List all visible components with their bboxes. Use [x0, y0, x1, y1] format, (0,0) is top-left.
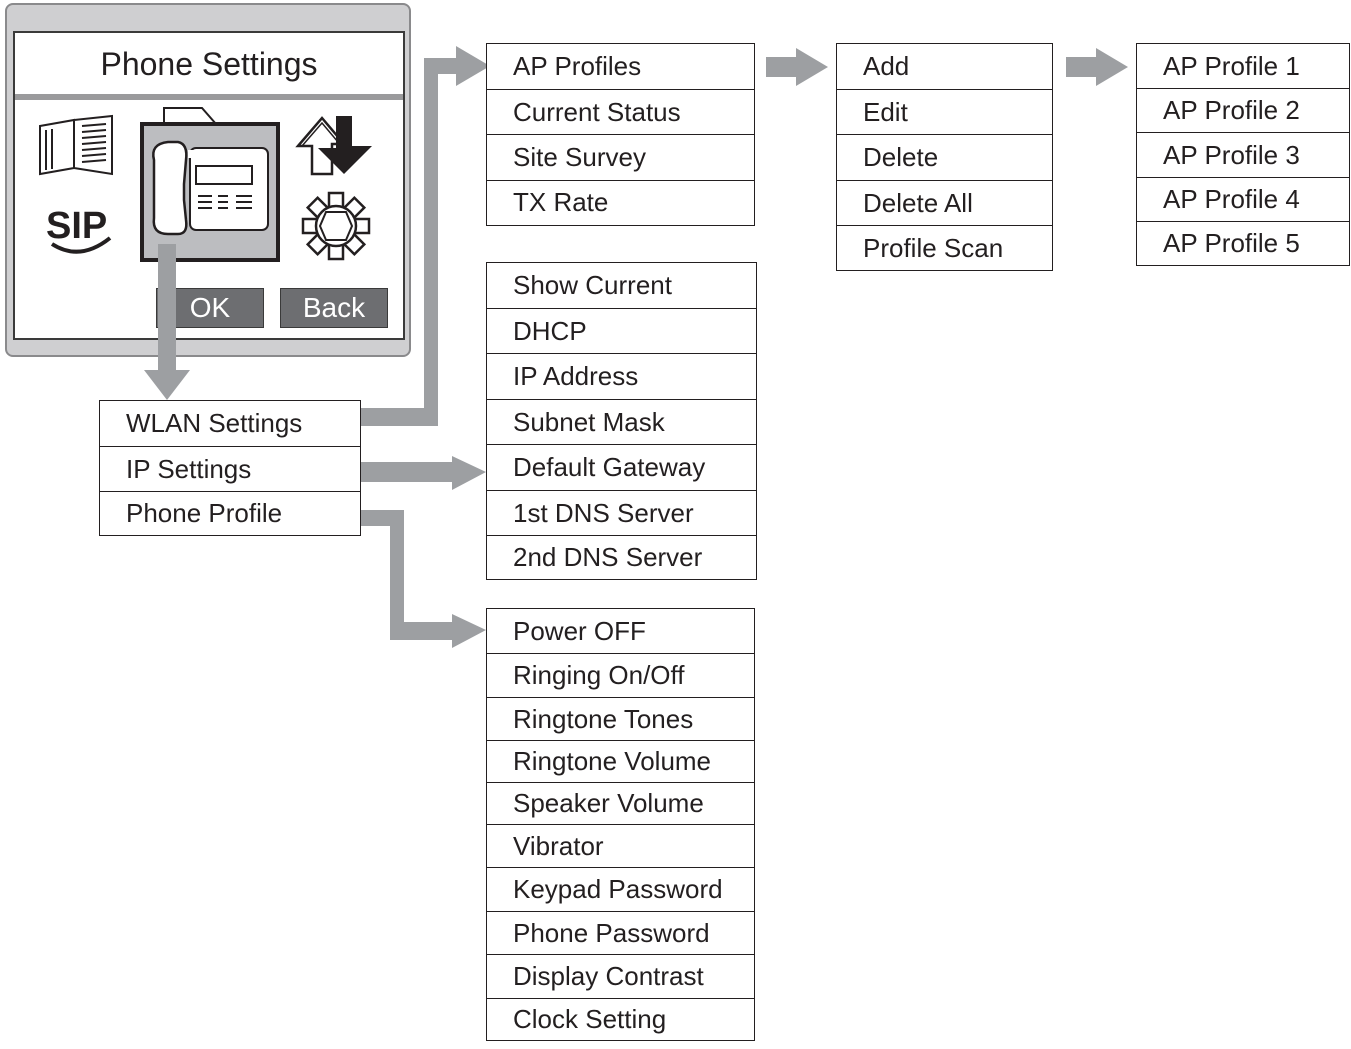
menu-item-ap-profile-1[interactable]: AP Profile 1 — [1136, 43, 1350, 89]
menu-item-ap-profile-5[interactable]: AP Profile 5 — [1136, 221, 1350, 266]
menu-item-wlan-settings[interactable]: WLAN Settings — [99, 400, 361, 447]
main-menu: WLAN Settings IP Settings Phone Profile — [99, 400, 361, 536]
menu-item-ip-address[interactable]: IP Address — [486, 353, 757, 400]
menu-item-ap-profile-2[interactable]: AP Profile 2 — [1136, 87, 1350, 134]
menu-item-1st-dns-server[interactable]: 1st DNS Server — [486, 489, 757, 537]
menu-item-ringtone-volume[interactable]: Ringtone Volume — [486, 739, 755, 784]
menu-item-ip-settings[interactable]: IP Settings — [99, 445, 361, 493]
menu-item-2nd-dns-server[interactable]: 2nd DNS Server — [486, 535, 757, 580]
arrow-wlan-connector — [360, 408, 438, 426]
book-icon — [39, 114, 113, 176]
menu-item-speaker-volume[interactable]: Speaker Volume — [486, 782, 755, 825]
menu-item-add[interactable]: Add — [836, 43, 1053, 90]
back-button[interactable]: Back — [280, 288, 388, 328]
arrow-phone-to-main — [158, 244, 176, 372]
menu-item-profile-scan[interactable]: Profile Scan — [836, 225, 1053, 271]
wlan-menu: AP Profiles Current Status Site Survey T… — [486, 43, 755, 226]
ap-profile-list: AP Profile 1 AP Profile 2 AP Profile 3 A… — [1136, 43, 1350, 266]
menu-item-power-off[interactable]: Power OFF — [486, 608, 755, 654]
gear-icon — [301, 191, 371, 261]
menu-item-edit[interactable]: Edit — [836, 88, 1053, 136]
menu-item-clock-setting[interactable]: Clock Setting — [486, 997, 755, 1041]
menu-item-subnet-mask[interactable]: Subnet Mask — [486, 398, 757, 446]
menu-item-ap-profiles[interactable]: AP Profiles — [486, 43, 755, 90]
menu-item-tx-rate[interactable]: TX Rate — [486, 179, 755, 226]
upload-download-icon — [295, 116, 372, 176]
phone-icon — [140, 107, 280, 262]
phone-profile-menu: Power OFF Ringing On/Off Ringtone Tones … — [486, 608, 755, 1041]
screen-title: Phone Settings — [100, 45, 318, 82]
arrow-ip-connector — [360, 462, 460, 482]
menu-item-delete[interactable]: Delete — [836, 134, 1053, 181]
menu-item-vibrator[interactable]: Vibrator — [486, 823, 755, 869]
menu-item-keypad-password[interactable]: Keypad Password — [486, 867, 755, 912]
menu-item-phone-profile[interactable]: Phone Profile — [99, 491, 361, 536]
menu-item-ap-profile-3[interactable]: AP Profile 3 — [1136, 132, 1350, 178]
menu-item-phone-password[interactable]: Phone Password — [486, 910, 755, 956]
menu-item-current-status[interactable]: Current Status — [486, 88, 755, 136]
arrow-add-to-list — [1066, 57, 1102, 77]
sip-label: SIP — [46, 205, 107, 247]
menu-item-display-contrast[interactable]: Display Contrast — [486, 954, 755, 999]
menu-item-dhcp[interactable]: DHCP — [486, 307, 757, 355]
menu-item-ringing-on-off[interactable]: Ringing On/Off — [486, 652, 755, 699]
arrow-ap-to-add — [766, 57, 802, 77]
ip-menu: Show Current DHCP IP Address Subnet Mask… — [486, 262, 757, 580]
title-divider — [15, 94, 403, 100]
sip-icon: SIP — [46, 205, 112, 254]
menu-item-ap-profile-4[interactable]: AP Profile 4 — [1136, 176, 1350, 223]
menu-item-default-gateway[interactable]: Default Gateway — [486, 444, 757, 491]
menu-item-ringtone-tones[interactable]: Ringtone Tones — [486, 697, 755, 741]
menu-item-site-survey[interactable]: Site Survey — [486, 134, 755, 181]
menu-item-show-current[interactable]: Show Current — [486, 262, 757, 309]
ap-profiles-menu: Add Edit Delete Delete All Profile Scan — [836, 43, 1053, 271]
menu-item-delete-all[interactable]: Delete All — [836, 179, 1053, 227]
